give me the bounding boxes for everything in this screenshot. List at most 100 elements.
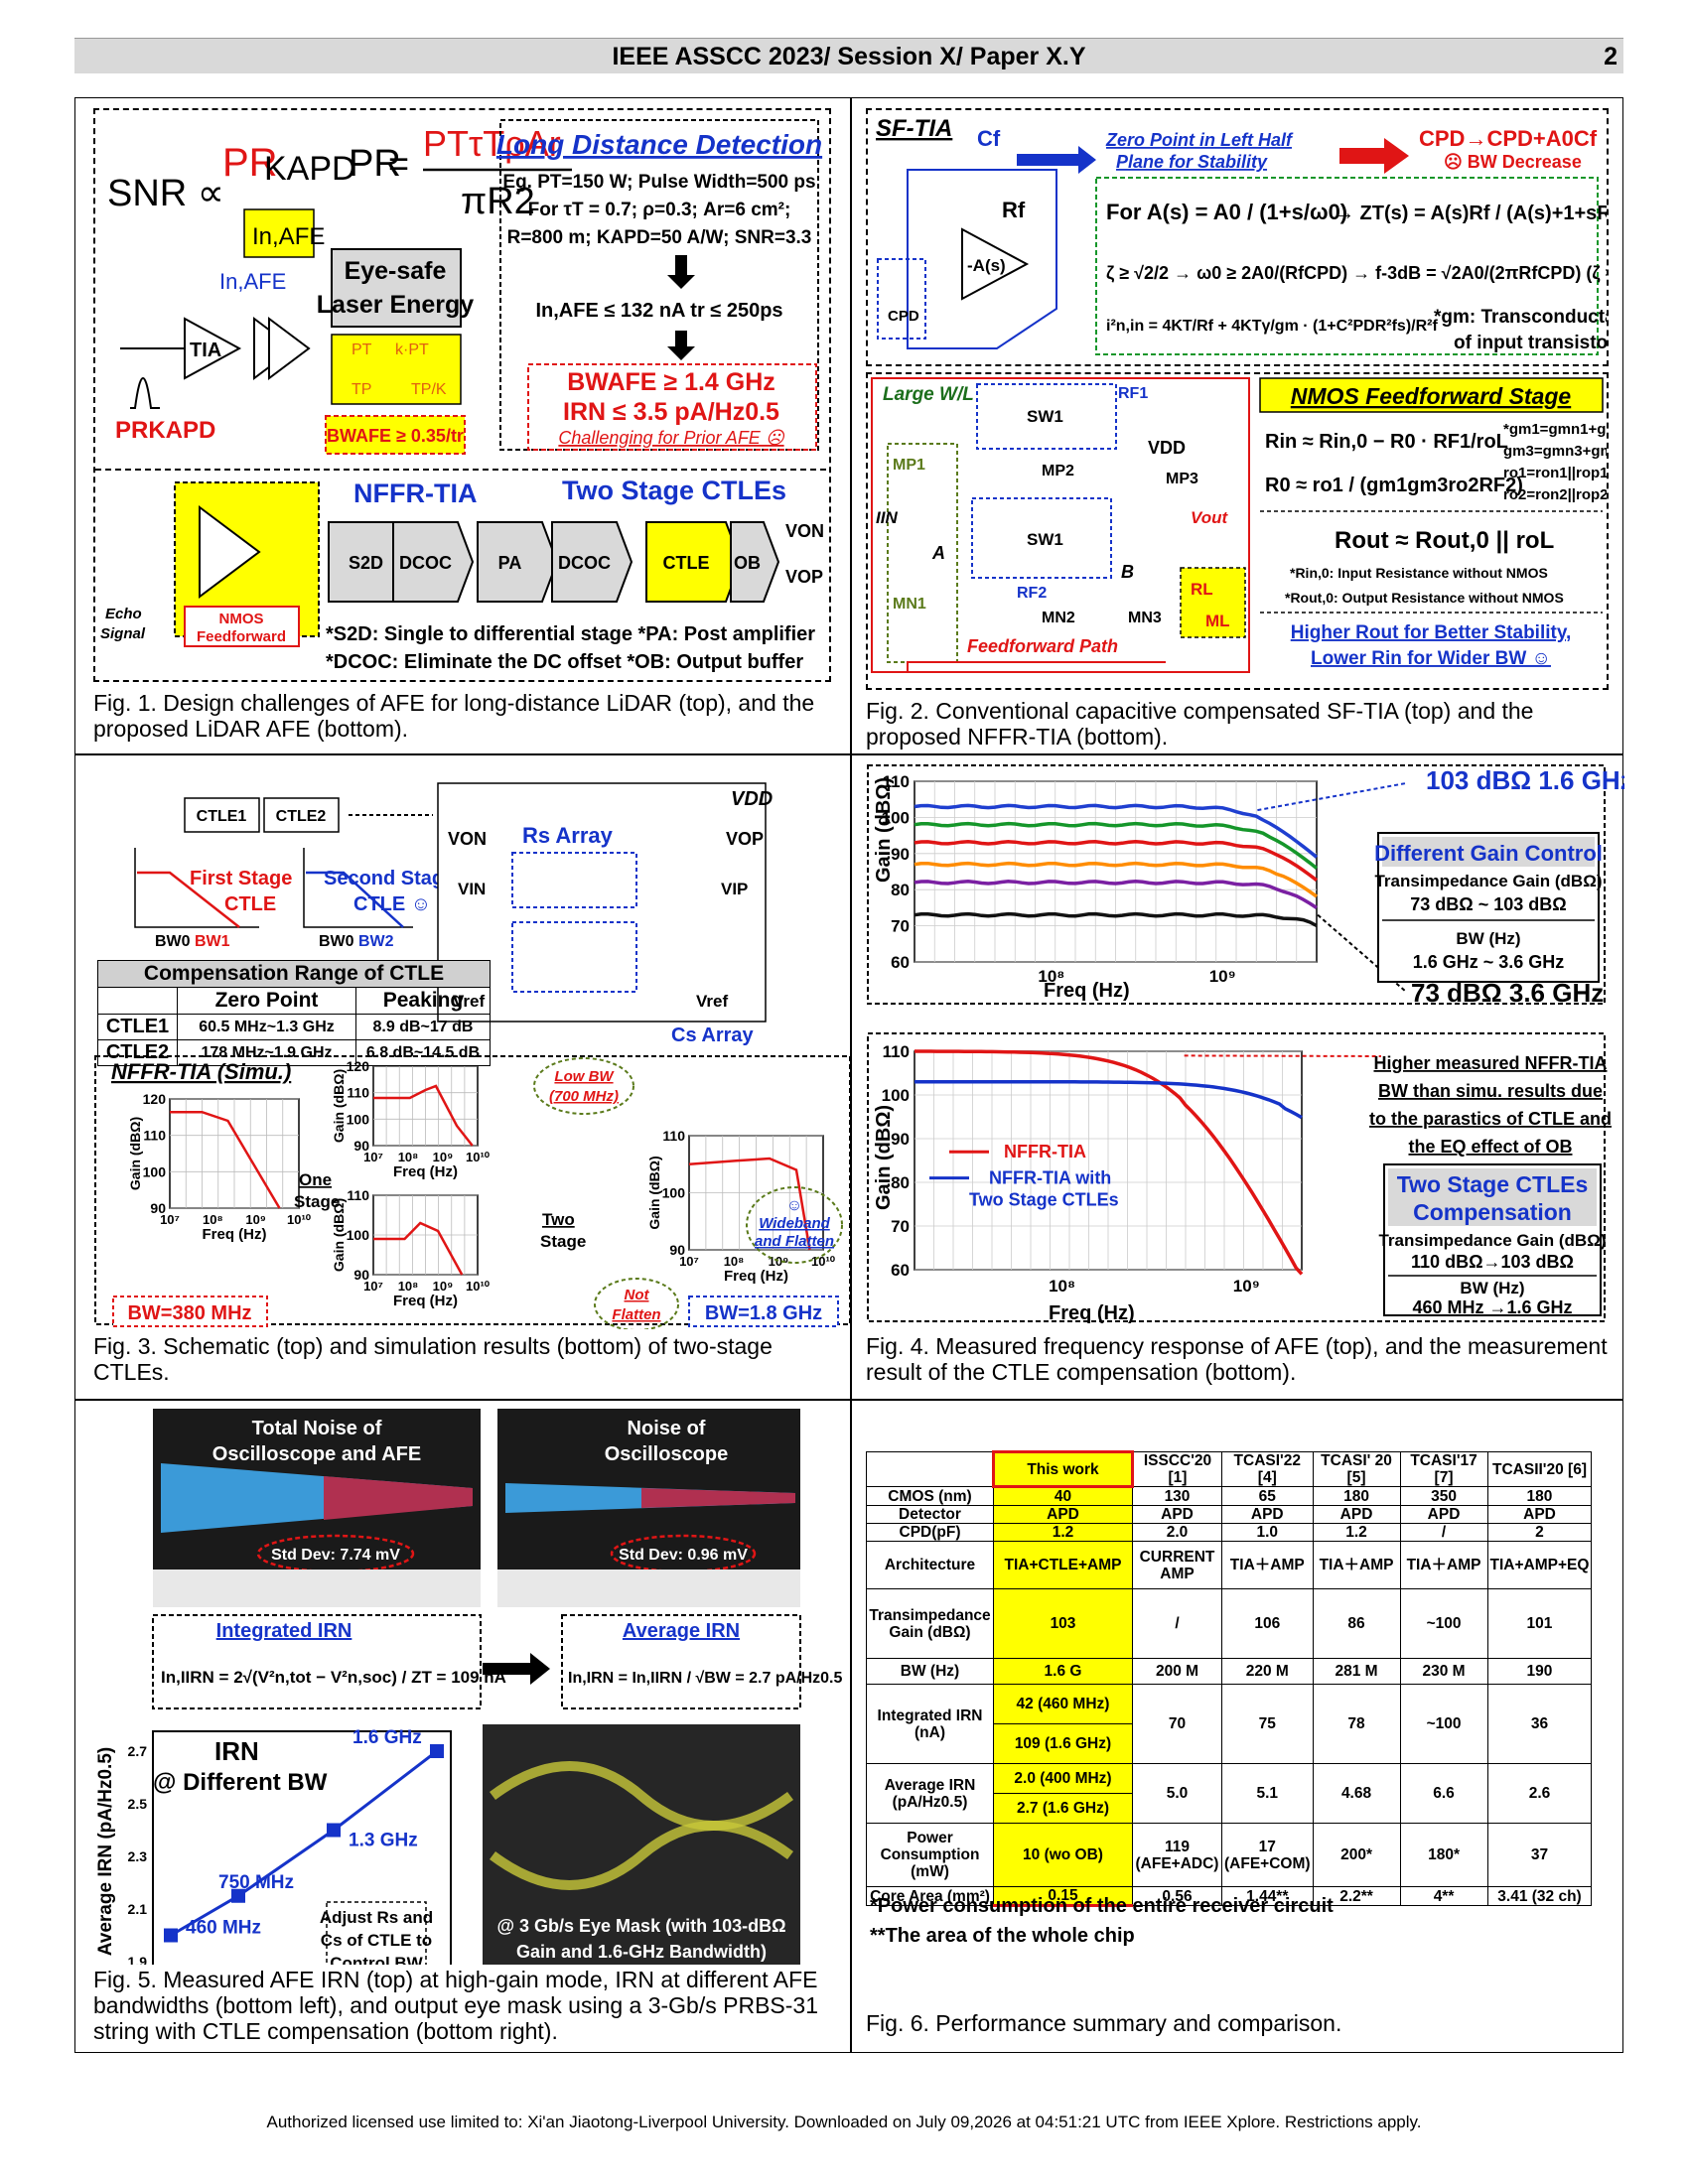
- x-tick: 10¹⁰: [466, 1279, 491, 1294]
- cmp-cell: 220 M: [1221, 1658, 1314, 1685]
- in-afe-box: In,AFE: [252, 223, 325, 250]
- fig2-top-panel: SF-TIA Cf Rf -A(s) CPD Zero Point in Lef…: [866, 108, 1609, 366]
- second-stage-2: CTLE ☺: [353, 893, 431, 915]
- pr-term: PR: [222, 141, 278, 185]
- eye-2: Gain and 1.6-GHz Bandwidth): [516, 1942, 767, 1962]
- nffr-label: NFFR-TIA: [353, 478, 477, 508]
- y-label: Gain (dBΩ): [646, 1156, 662, 1229]
- zero-line1: Zero Point in Left Half: [1105, 130, 1294, 150]
- cmp-head: TCASI' 20 [5]: [1312, 1451, 1401, 1487]
- cmp-cell: 3.41 (32 ch): [1486, 1886, 1593, 1906]
- eq-sign: =: [388, 143, 409, 184]
- gm-def: gm3=gmn3+gmp3: [1503, 443, 1607, 460]
- gain-curve: [914, 803, 1319, 859]
- cmp-head: TCASI'22 [4]: [1221, 1451, 1314, 1487]
- amp-label: -A(s): [967, 256, 1006, 275]
- irn-requirement: IRN ≤ 3.5 pA/Hz0.5: [563, 398, 779, 426]
- irn-point: [327, 1823, 341, 1838]
- scope1-line1: Total Noise of: [252, 1418, 382, 1439]
- irn-line: [170, 1749, 438, 1937]
- x-tick: 10⁸: [1038, 967, 1064, 986]
- mp1-label: MP1: [893, 457, 925, 474]
- fig5-diagram: Total Noise of Oscilloscope and AFE Std …: [95, 1409, 842, 1965]
- note-1: *S2D: Single to differential stage *PA: …: [326, 623, 815, 645]
- avg-title: Average IRN: [623, 1620, 740, 1642]
- y-label: Average IRN (pA/Hz0.5): [95, 1747, 116, 1956]
- gm-note2: of input transistor: [1454, 333, 1607, 353]
- f4-ylabel-bot: Gain (dBΩ): [873, 1105, 895, 1210]
- scope2-line1: Noise of: [628, 1418, 706, 1439]
- fig2-top-diagram: SF-TIA Cf Rf -A(s) CPD Zero Point in Lef…: [876, 115, 1607, 355]
- figure-grid: SNR ∝ PR KAPD PR = PTτTρAr πR2 In,AFE Ey…: [74, 97, 1624, 2054]
- bw380-label: BW=380 MHz: [127, 1302, 251, 1324]
- label-103: 103 dBΩ 1.6 GHz: [1426, 765, 1624, 795]
- y-tick: 90: [669, 1242, 685, 1258]
- r0-eq: R0 ≈ ro1 / (gm1gm3ro2RF2): [1265, 475, 1523, 496]
- y-tick: 90: [353, 1138, 369, 1154]
- cmp-cell: TIA+AMP+EQ: [1486, 1541, 1593, 1589]
- x-tick: 10⁷: [363, 1279, 383, 1294]
- irn-point: [231, 1888, 245, 1903]
- y-tick: 80: [891, 881, 910, 899]
- y-tick: 60: [891, 953, 910, 972]
- wide-1: ☺: [786, 1197, 802, 1214]
- cmp-cell: 0.15: [993, 1886, 1133, 1907]
- higher-line1: Higher Rout for Better Stability,: [1291, 622, 1572, 643]
- cmp-cell: 180: [1486, 1486, 1593, 1506]
- bw0-label2: BW0: [319, 933, 354, 950]
- area-note: **The area of the whole chip: [870, 1925, 1135, 1947]
- kapd-term: KAPD: [264, 150, 356, 188]
- gain-curve: [914, 821, 1319, 870]
- cmp-cell: Detector: [866, 1505, 994, 1524]
- legend-label: NFFR-TIA: [1004, 1142, 1086, 1161]
- fig5-caption: Fig. 5. Measured AFE IRN (top) at high-g…: [93, 1967, 818, 2044]
- x-label: Freq (Hz): [393, 1293, 458, 1309]
- cmp-cell: Transimpedance Gain (dBΩ): [866, 1588, 994, 1659]
- ldd-line: Eg. PT=150 W; Pulse Width=500 ps: [502, 172, 815, 193]
- cmp-cell: 1.2: [993, 1523, 1133, 1542]
- gm-note1: *gm: Transconductance: [1434, 307, 1607, 328]
- point-label: 750 MHz: [218, 1872, 294, 1893]
- cmp-cell: 106: [1221, 1588, 1314, 1659]
- cmp-cell: APD: [993, 1505, 1133, 1524]
- y-tick: 110: [662, 1128, 685, 1144]
- signal-block: [477, 521, 559, 603]
- bw-decrease: ☹ BW Decrease: [1444, 152, 1582, 172]
- table-row: Average IRN (pA/Hz0.5) 2.0 (400 MHz) 5.0…: [866, 1763, 1593, 1824]
- cmp-cell: TIA＋AMP: [1312, 1541, 1401, 1589]
- cmp-cell: 6.6: [1399, 1763, 1488, 1824]
- signal-block-label: DCOC: [558, 553, 611, 573]
- bw1-label: BW1: [195, 933, 230, 950]
- comp-line: BW (Hz): [1460, 1279, 1524, 1297]
- low-bw-1: Low BW: [554, 1068, 615, 1085]
- bw-rule: BWAFE ≥ 0.35/tr: [327, 426, 464, 446]
- x-tick: 10⁸: [398, 1279, 419, 1294]
- cmp-cell: 75: [1221, 1684, 1314, 1764]
- int-eq: In,IIRN = 2√(V²n,tot − V²n,soc) / ZT = 1…: [161, 1668, 506, 1687]
- pi-r2: πR2: [461, 181, 535, 222]
- von-label: VON: [785, 521, 824, 541]
- cmp-cell: 2: [1486, 1523, 1593, 1542]
- fig6-cell: This work ISSCC'20 [1] TCASI'22 [4] TCAS…: [850, 1399, 1624, 2054]
- x-label: Freq (Hz): [203, 1226, 267, 1243]
- cmp-cell: APD: [1221, 1505, 1314, 1524]
- higher-meas: Higher measured NFFR-TIA: [1373, 1053, 1607, 1073]
- fig2-bottom-panel: Large W/L SW1 RF1 VDD MP1 MN1 MP2 MP3 II…: [866, 372, 1609, 690]
- second-stage-1: Second Stage: [324, 868, 455, 889]
- gain-curve: [914, 861, 1319, 898]
- higher-meas: the EQ effect of OB: [1408, 1137, 1572, 1157]
- grid-divider: [75, 1399, 1622, 1401]
- cmp-cell: CURRENT AMP: [1132, 1541, 1222, 1589]
- table-row: 2.7 (1.6 GHz): [867, 1793, 1592, 1824]
- irn-point: [430, 1744, 444, 1758]
- fig4-caption: Fig. 4. Measured frequency response of A…: [866, 1333, 1608, 1385]
- cmp-cell: 5.1: [1221, 1763, 1314, 1824]
- y-tick: 110: [883, 1042, 910, 1061]
- point-label: 460 MHz: [186, 1918, 261, 1939]
- dgc-line: 1.6 GHz ~ 3.6 GHz: [1413, 952, 1565, 972]
- rf2-label: RF2: [1017, 585, 1047, 602]
- sw1-bot: SW1: [1027, 530, 1063, 549]
- cmp-cell: 2.0 (400 MHz): [993, 1763, 1133, 1794]
